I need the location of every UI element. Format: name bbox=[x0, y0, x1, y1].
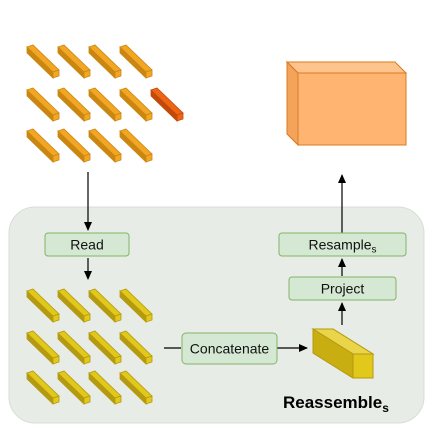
input-token bbox=[119, 44, 153, 79]
read-box: Read bbox=[44, 232, 130, 257]
read-token bbox=[26, 330, 60, 365]
input-token bbox=[119, 128, 153, 163]
read-token bbox=[57, 288, 91, 323]
input-token bbox=[119, 87, 153, 122]
concatenate-box: Concatenate bbox=[181, 332, 278, 365]
read-token bbox=[88, 288, 122, 323]
input-token bbox=[26, 44, 60, 79]
readout-token bbox=[150, 87, 184, 122]
read-label: Read bbox=[70, 237, 103, 253]
input-token bbox=[88, 44, 122, 79]
input-token bbox=[26, 128, 60, 163]
input-token bbox=[88, 87, 122, 122]
project-label: Project bbox=[321, 281, 365, 297]
read-token bbox=[57, 370, 91, 405]
input-token bbox=[57, 44, 91, 79]
resample-subscript: s bbox=[372, 245, 377, 256]
read-token bbox=[119, 288, 153, 323]
resample-label: Resamples bbox=[308, 237, 376, 256]
output-feature-block bbox=[285, 60, 408, 147]
input-token bbox=[88, 128, 122, 163]
reassemble-title: Reassembles bbox=[283, 393, 389, 415]
read-token bbox=[119, 370, 153, 405]
concatenate-label: Concatenate bbox=[190, 341, 270, 357]
resample-box: Resamples bbox=[278, 232, 407, 257]
reassemble-panel bbox=[8, 206, 425, 424]
input-token bbox=[57, 128, 91, 163]
reassemble-subscript: s bbox=[382, 401, 389, 415]
read-token bbox=[119, 330, 153, 365]
input-token-grid bbox=[26, 44, 184, 163]
read-token bbox=[26, 370, 60, 405]
project-box: Project bbox=[288, 276, 397, 301]
read-token bbox=[88, 370, 122, 405]
read-token bbox=[88, 330, 122, 365]
input-token bbox=[26, 87, 60, 122]
input-token bbox=[57, 87, 91, 122]
read-token bbox=[26, 288, 60, 323]
read-token-grid bbox=[26, 288, 153, 405]
read-token bbox=[57, 330, 91, 365]
reassembled-feature-block bbox=[311, 328, 375, 379]
